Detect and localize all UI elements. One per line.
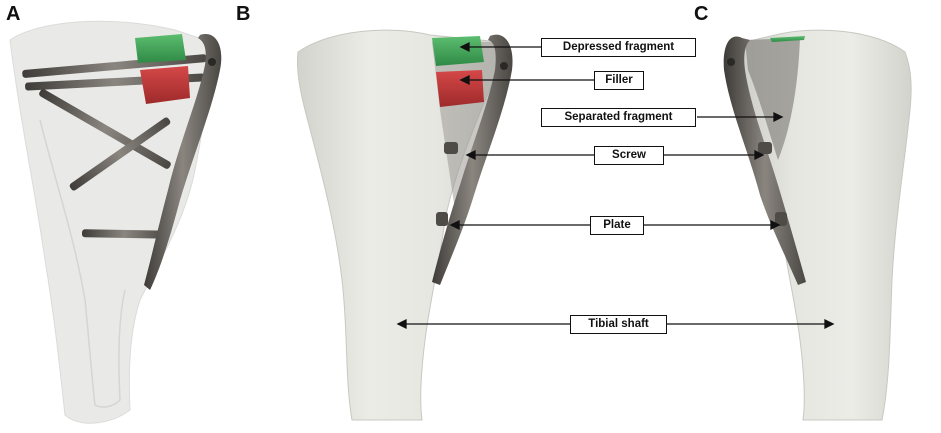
panel-label-c: C	[694, 3, 709, 25]
panel-a-screw-4	[69, 117, 171, 191]
arrowhead-plate-right	[770, 219, 781, 231]
label-screw: Screw	[594, 146, 664, 165]
label-separated-fragment: Separated fragment	[541, 108, 696, 127]
panel-a-depressed-fragment	[135, 34, 186, 63]
panel-b-tibia	[297, 29, 513, 421]
panel-b-filler	[436, 70, 484, 107]
panel-b-screw-head-2	[436, 212, 448, 226]
panel-b-screw-head-1	[444, 142, 458, 154]
panel-a-translucent-tibia	[9, 20, 222, 424]
panel-label-b: B	[236, 3, 251, 25]
panel-a-screw-5	[81, 229, 168, 239]
arrowhead-tibial-shaft-right	[824, 318, 835, 330]
panel-a-inner-medulla	[39, 119, 126, 408]
panel-b-plate-hole	[500, 62, 508, 70]
annotation-arrows	[396, 41, 835, 330]
label-plate: Plate	[590, 216, 644, 235]
arrowhead-separated-fragment	[773, 111, 784, 123]
panel-b-plate	[432, 34, 513, 285]
arrowhead-screw-left	[465, 149, 476, 161]
arrowhead-depressed-fragment	[459, 41, 470, 53]
arrowhead-plate-left	[449, 219, 460, 231]
panel-c-tibia	[723, 29, 912, 421]
panel-c-plate-hole	[727, 58, 735, 66]
label-depressed-fragment: Depressed fragment	[541, 38, 696, 57]
panel-b-depressed-fragment	[432, 36, 484, 66]
arrowhead-screw-right	[754, 149, 765, 161]
panel-label-a: A	[6, 3, 21, 25]
panel-a-filler	[140, 66, 190, 104]
panel-a-plate-hole	[208, 58, 216, 66]
label-tibial-shaft: Tibial shaft	[570, 315, 667, 334]
panel-c-screw-head-2	[775, 212, 787, 226]
panel-a-plate	[144, 34, 222, 290]
panel-a-screw-3	[39, 89, 171, 169]
arrowhead-filler	[459, 74, 470, 86]
panel-c-separated-fragment	[745, 38, 800, 160]
panel-c-green-edge	[770, 36, 805, 42]
panel-c-screw-head-1	[758, 142, 772, 154]
label-filler: Filler	[594, 71, 644, 90]
arrowhead-tibial-shaft-left	[396, 318, 407, 330]
